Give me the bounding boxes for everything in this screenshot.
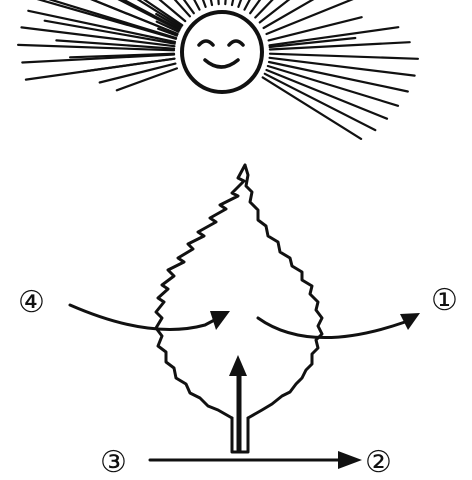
arrow-four-head bbox=[210, 311, 230, 330]
arrow-stem-head bbox=[229, 355, 247, 376]
arrow-one-out bbox=[258, 313, 420, 338]
sun-face bbox=[182, 12, 262, 92]
sun-smile bbox=[205, 60, 238, 67]
label-two: ② bbox=[365, 445, 392, 480]
sun-ray bbox=[269, 17, 362, 40]
sun-ray bbox=[270, 54, 418, 59]
label-three: ③ bbox=[100, 445, 127, 480]
arrow-four-in bbox=[70, 305, 230, 330]
sun-ray bbox=[263, 77, 361, 138]
sun-ray bbox=[260, 0, 361, 22]
arrow-four-line bbox=[70, 305, 222, 330]
sun-right-eye bbox=[229, 41, 243, 45]
sun-ray bbox=[267, 70, 388, 119]
sun-left-eye bbox=[199, 41, 213, 45]
sun-rays bbox=[18, 0, 418, 139]
arrow-bottom-head bbox=[338, 451, 362, 469]
label-four: ④ bbox=[18, 285, 45, 320]
arrow-one-line bbox=[258, 318, 405, 338]
label-one: ① bbox=[431, 283, 458, 318]
sun-icon bbox=[18, 0, 418, 139]
arrow-three-to-two bbox=[150, 451, 362, 469]
